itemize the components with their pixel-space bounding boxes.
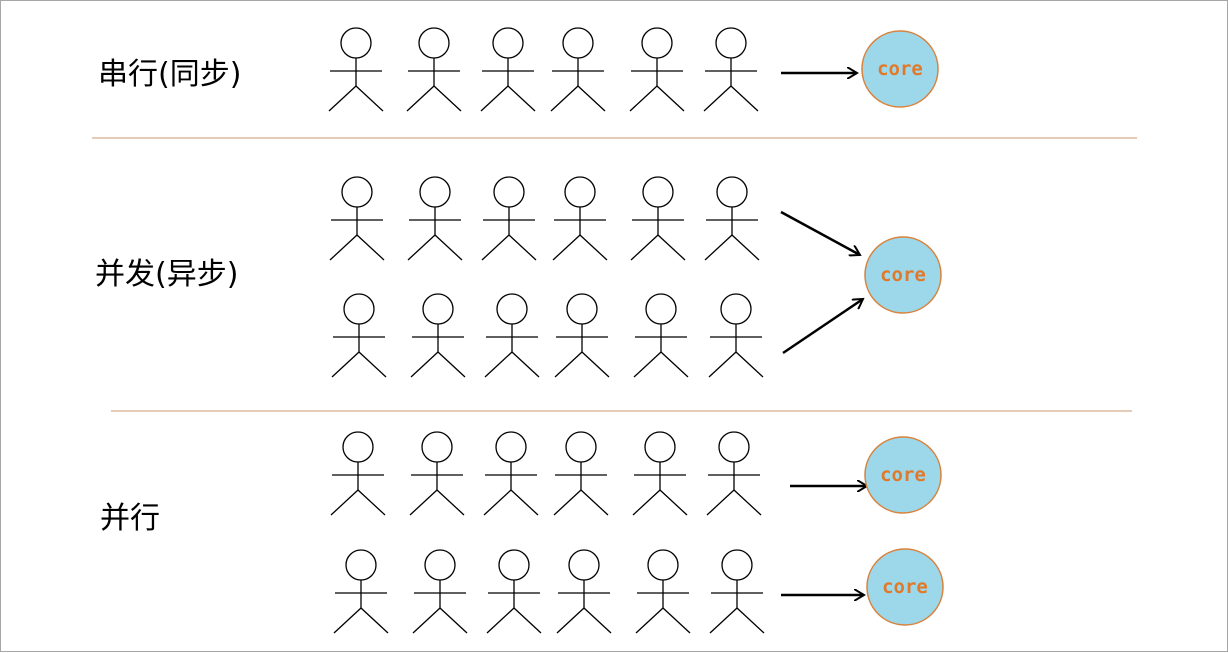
stick-figure-icon (550, 27, 606, 112)
arrow-concurrent-1 (780, 210, 860, 255)
stick-figure-icon (552, 176, 608, 261)
stick-figure-icon (407, 176, 463, 261)
stick-figure-icon (480, 27, 536, 112)
stick-figure-icon (481, 176, 537, 261)
stick-figure-icon (330, 431, 386, 516)
figure-row-parallel-1 (330, 431, 762, 516)
stick-figure-icon (633, 293, 689, 378)
stick-figure-icon (406, 27, 462, 112)
stick-figure-icon (709, 549, 765, 634)
figure-row-concurrent-1 (329, 176, 760, 261)
stick-figure-icon (635, 549, 691, 634)
stick-figure-icon (331, 293, 387, 378)
stick-figure-icon (409, 431, 465, 516)
stick-figure-icon (708, 293, 764, 378)
core-label: core (882, 576, 928, 598)
stick-figure-icon (554, 293, 610, 378)
core-label: core (877, 58, 923, 80)
stick-figure-icon (704, 176, 760, 261)
label-serial: 串行(同步) (98, 57, 241, 92)
stick-figure-icon (556, 549, 612, 634)
stick-figure-icon (333, 549, 389, 634)
stick-figure-icon (486, 549, 542, 634)
core-concurrent: core (864, 236, 942, 314)
figure-row-concurrent-2 (331, 293, 764, 378)
core-label: core (880, 264, 926, 286)
stick-figure-icon (553, 431, 609, 516)
stick-figure-icon (703, 27, 759, 112)
figure-row-serial (328, 27, 759, 112)
arrow-concurrent-2 (782, 299, 863, 355)
label-concurrent: 并发(异步) (95, 257, 238, 292)
label-parallel: 并行 (100, 501, 160, 536)
stick-figure-icon (412, 549, 468, 634)
stick-figure-icon (484, 293, 540, 378)
core-parallel-2: core (866, 548, 944, 626)
stick-figure-icon (630, 176, 686, 261)
core-label: core (880, 464, 926, 486)
core-parallel-1: core (864, 436, 942, 514)
stick-figure-icon (706, 431, 762, 516)
figure-row-parallel-2 (333, 549, 765, 634)
stick-figure-icon (632, 431, 688, 516)
stick-figure-icon (410, 293, 466, 378)
stick-figure-icon (328, 27, 384, 112)
core-serial: core (861, 30, 939, 108)
stick-figure-icon (329, 176, 385, 261)
stick-figure-icon (483, 431, 539, 516)
stick-figure-icon (629, 27, 685, 112)
